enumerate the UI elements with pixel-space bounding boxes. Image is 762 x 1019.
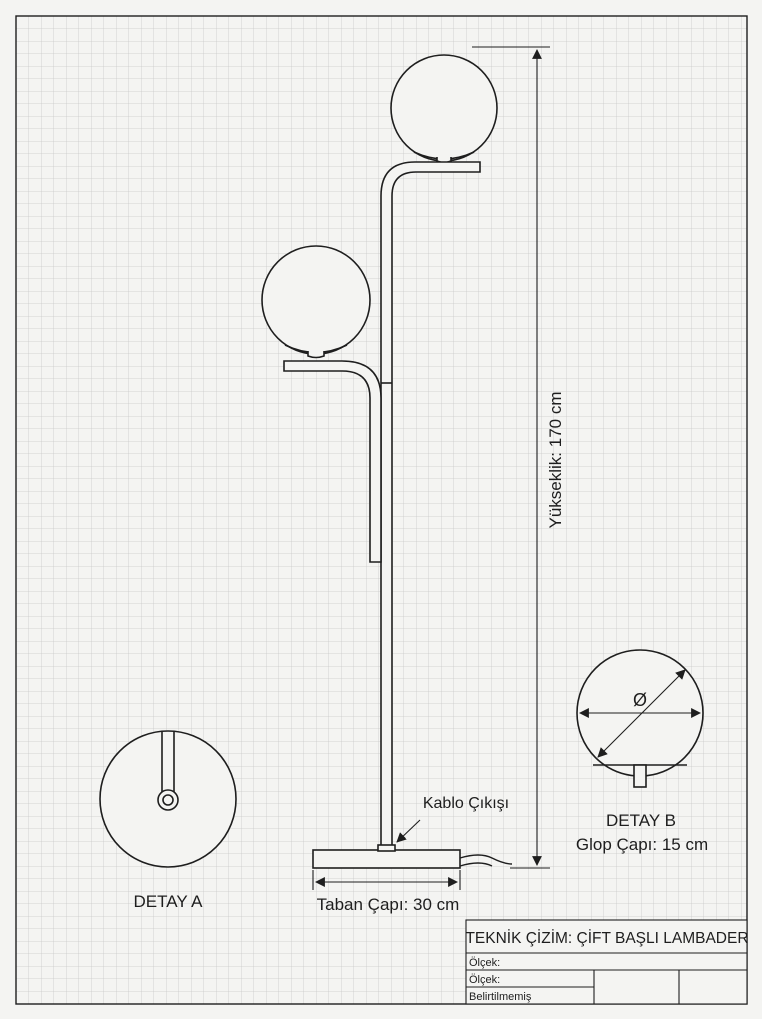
title-block	[465, 919, 748, 1005]
lamp-base	[312, 849, 461, 869]
upper-arm	[380, 161, 481, 846]
detail-b-caption: Glop Çapı: 15 cm	[576, 835, 708, 854]
height-label: Yükseklik: 170 cm	[546, 392, 565, 529]
base-label: Taban Çapı: 30 cm	[317, 895, 460, 914]
floor-lamp	[261, 54, 513, 869]
lower-arm	[283, 360, 382, 563]
lower-globe	[261, 245, 371, 355]
sheet-border	[15, 15, 748, 1005]
title-block-title: TEKNİK ÇİZİM: ÇİFT BAŞLI LAMBADER	[465, 929, 748, 947]
detail-a-drawing	[99, 730, 237, 868]
cable-leader	[396, 819, 421, 843]
cable-label: Kablo Çıkışı	[423, 795, 509, 812]
detail-a-label: DETAY A	[134, 892, 204, 911]
height-dimension	[472, 46, 550, 869]
title-block-row3: Belirtilmemiş	[469, 991, 532, 1003]
detail-b-diagonal-dimension	[597, 669, 686, 758]
title-block-row1: Ölçek:	[469, 957, 500, 969]
detail-b-label: DETAY B	[606, 811, 676, 830]
title-block-row2: Ölçek:	[469, 974, 500, 986]
diameter-symbol: Ø	[633, 690, 647, 710]
base-dimension	[312, 870, 461, 890]
upper-globe	[390, 54, 498, 162]
power-cable	[459, 854, 513, 865]
